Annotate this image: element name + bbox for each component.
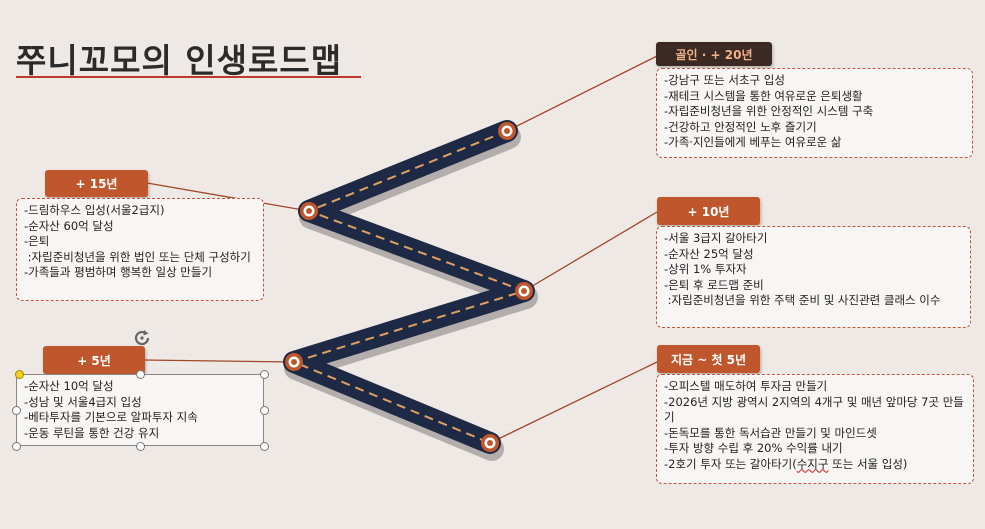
connector-line [489, 361, 658, 444]
milestone-tag-15y[interactable]: + 15년 [45, 170, 148, 197]
road-marker [515, 282, 533, 300]
page-title: 쭈니꼬모의 인생로드맵 [16, 41, 343, 80]
line-part: 또는 서울 입성) [828, 456, 908, 471]
milestone-box-20y[interactable]: -강남구 또는 서초구 입성 -재테크 시스템을 통한 여유로운 은퇴생활 -자… [656, 68, 973, 158]
resize-handle-top-right[interactable] [260, 370, 269, 379]
milestone-line: -은퇴 후 로드맵 준비 [664, 277, 764, 292]
road-marker [481, 434, 499, 452]
connector-line [523, 211, 658, 292]
milestone-box-15y[interactable]: -드림하우스 입성(서울2급지) -순자산 60억 달성 -은퇴 :자립준비청년… [16, 198, 264, 301]
resize-handle-right[interactable] [260, 406, 269, 415]
road-path [283, 120, 535, 454]
connector-line [146, 182, 310, 212]
connector-line [506, 55, 658, 132]
road-marker [498, 122, 516, 140]
milestone-line: -오피스텔 매도하여 투자금 만들기 [664, 379, 828, 393]
milestone-line: -가족들과 평범하며 행복한 일상 만들기 [24, 265, 213, 279]
milestone-tag-5y[interactable]: + 5년 [43, 346, 145, 374]
milestone-line: -건강하고 안정적인 노후 즐기기 [664, 119, 817, 134]
milestone-line: -순자산 60억 달성 [24, 218, 114, 233]
milestone-line: -가족·지인들에게 베푸는 여유로운 삶 [664, 135, 842, 149]
milestone-line: -은퇴 [24, 234, 50, 248]
milestone-line: -재테크 시스템을 통한 여유로운 은퇴생활 [664, 88, 863, 103]
resize-handle-bottom-right[interactable] [260, 442, 269, 451]
milestone-box-now[interactable]: -오피스텔 매도하여 투자금 만들기 -2026년 지방 광역시 2지역의 4개… [656, 374, 974, 484]
milestone-tag-10y[interactable]: + 10년 [657, 197, 760, 225]
milestone-line: -성남 및 서울4급지 입성 [24, 394, 142, 409]
selection-frame [16, 374, 264, 446]
milestone-line: -상위 1% 투자자 [664, 262, 747, 276]
milestone-line: -2026년 지방 광역시 2지역의 4개구 및 매년 앞마당 7곳 만들기 [664, 394, 964, 425]
title-underline [16, 76, 361, 78]
resize-handle-top[interactable] [136, 370, 145, 379]
milestone-line: -강남구 또는 서초구 입성 [664, 73, 785, 87]
milestone-line: :자립준비청년을 위한 법인 또는 단체 구성하기 [24, 249, 251, 264]
milestone-box-5y[interactable]: -순자산 10억 달성 -성남 및 서울4급지 입성 -베타투자를 기본으로 알… [16, 374, 264, 446]
milestone-tag-now[interactable]: 지금 ~ 첫 5년 [657, 345, 760, 373]
milestone-line: -운동 루틴을 통한 건강 유지 [24, 425, 160, 440]
milestone-line: -돈독모를 통한 독서습관 만들기 및 마인드셋 [664, 425, 877, 440]
spellcheck-word: 수지구 [796, 456, 829, 471]
road-marker [285, 353, 303, 371]
milestone-tag-20y[interactable]: 골인 · + 20년 [656, 42, 772, 66]
adjust-handle[interactable] [15, 370, 24, 379]
milestone-line: :자립준비청년을 위한 주택 준비 및 사진관련 클래스 이수 [664, 293, 941, 307]
connector-line [143, 359, 295, 363]
milestone-line: -순자산 25억 달성 [664, 246, 754, 261]
resize-handle-left[interactable] [12, 406, 21, 415]
resize-handle-bottom[interactable] [136, 442, 145, 451]
line-part: -2호기 투자 또는 갈아타기( [664, 456, 797, 471]
milestone-line: -베타투자를 기본으로 알파투자 지속 [24, 410, 198, 424]
milestone-line: -서울 3급지 갈아타기 [664, 231, 768, 245]
milestone-box-10y[interactable]: -서울 3급지 갈아타기 -순자산 25억 달성 -상위 1% 투자자 -은퇴 … [656, 226, 971, 328]
milestone-line: -투자 방향 수립 후 20% 수익률 내기 [664, 441, 843, 455]
milestone-line-last: -2호기 투자 또는 갈아타기(수지구 또는 서울 입성) [664, 457, 966, 473]
resize-handle-bottom-left[interactable] [12, 442, 21, 451]
road-marker [300, 202, 318, 220]
milestone-line: -드림하우스 입성(서울2급지) [24, 203, 165, 217]
milestone-line: -순자산 10억 달성 [24, 379, 114, 393]
milestone-line: -자립준비청년을 위한 안정적인 시스템 구축 [664, 104, 874, 118]
rotate-handle-icon[interactable] [131, 327, 153, 349]
